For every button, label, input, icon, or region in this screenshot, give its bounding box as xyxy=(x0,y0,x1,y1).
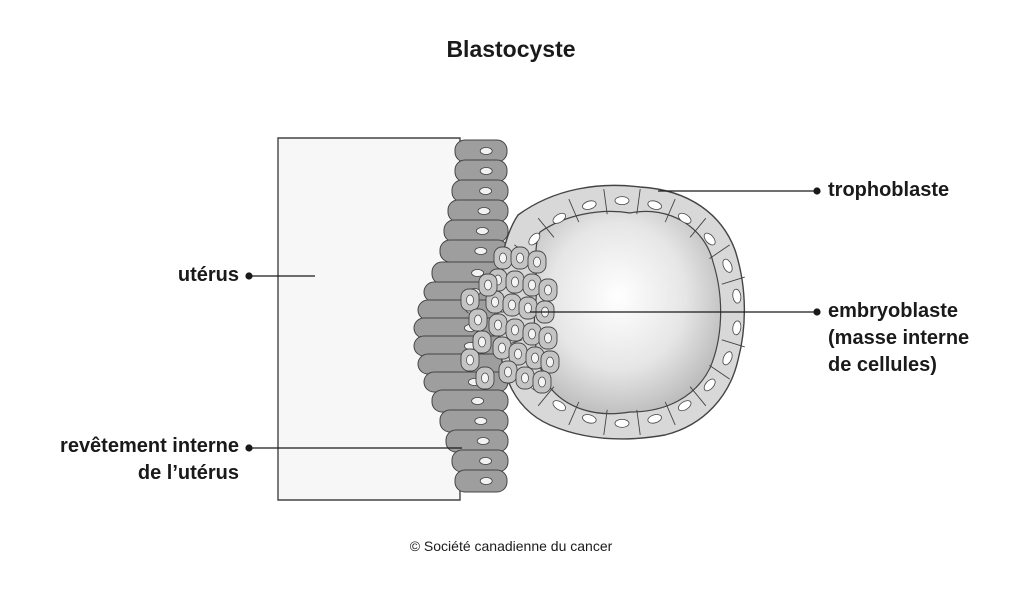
inner-mass-cell xyxy=(518,296,538,320)
trophoblast-cell-wall xyxy=(568,401,580,426)
inner-mass-cell xyxy=(505,318,525,342)
inner-mass-cell xyxy=(538,278,558,302)
trophoblast-cell-wall xyxy=(689,217,707,238)
inner-mass-cell xyxy=(522,273,542,297)
inner-mass-cell xyxy=(460,288,480,312)
inner-mass-cell xyxy=(493,246,513,270)
inner-mass-cell xyxy=(498,360,518,384)
trophoblast-cell-wall xyxy=(568,198,580,223)
trophoblast-nucleus xyxy=(552,212,566,224)
trophoblast-nucleus xyxy=(614,196,630,206)
trophoblast-nucleus xyxy=(678,400,692,412)
trophoblast-nucleus xyxy=(703,232,716,246)
diagram-title: Blastocyste xyxy=(446,36,576,62)
trophoblast-cell-wall xyxy=(603,189,608,215)
label-uterus: utérus xyxy=(177,264,239,286)
inner-mass-cell xyxy=(485,290,505,314)
trophoblast-nucleus xyxy=(614,418,630,428)
copyright-notice: © Société canadienne du cancer xyxy=(409,538,613,554)
inner-mass-cell xyxy=(468,308,488,332)
leader-embryoblast-dot xyxy=(813,308,821,316)
inner-mass-cell xyxy=(472,330,492,354)
lining-cell xyxy=(443,219,509,243)
trophoblast-nucleus xyxy=(582,414,597,424)
inner-mass-cell xyxy=(525,346,545,370)
uterine-lining xyxy=(413,139,509,493)
inner-mass-cell xyxy=(540,350,560,374)
inner-mass-cell xyxy=(492,336,512,360)
trophoblast-nucleus xyxy=(732,320,742,336)
lining-cell xyxy=(451,179,509,203)
lining-cell xyxy=(454,469,508,493)
trophoblast-nucleus xyxy=(528,232,541,246)
lining-cell xyxy=(454,159,508,183)
inner-mass-cell xyxy=(478,273,498,297)
lining-cell xyxy=(431,389,509,413)
trophoblast-nucleus xyxy=(722,258,733,273)
trophoblast-nucleus xyxy=(678,212,692,224)
lining-cell xyxy=(423,371,509,393)
trophoblast-cell-wall xyxy=(664,401,676,426)
trophoblast-cell-wall xyxy=(689,386,707,407)
lining-cell xyxy=(439,409,509,433)
inner-mass-cell xyxy=(522,322,542,346)
leader-trophoblast-dot xyxy=(813,187,821,195)
trophoblast-nucleus xyxy=(732,288,742,304)
uterus-wall xyxy=(277,137,461,501)
inner-mass-cell xyxy=(475,366,495,390)
trophoblast-cell-wall xyxy=(537,217,555,238)
inner-mass-cell xyxy=(460,348,480,372)
trophoblast-cell-wall xyxy=(721,276,745,285)
trophoblast-nucleus xyxy=(647,414,662,424)
label-trophoblast: trophoblaste xyxy=(828,179,950,201)
lining-cell xyxy=(454,139,508,163)
lining-cell xyxy=(445,429,509,453)
leader-uterus-dot xyxy=(245,272,253,280)
inner-mass-cell xyxy=(515,366,535,390)
trophoblast-cell-wall xyxy=(603,409,608,435)
inner-mass-cell xyxy=(527,250,547,274)
trophoblast-cell-wall xyxy=(709,244,730,259)
leader-lines xyxy=(245,187,821,452)
inner-mass-cell xyxy=(502,293,522,317)
trophoblast-cell-wall xyxy=(721,339,745,348)
inner-mass-cell xyxy=(505,270,525,294)
trophoblast-nucleus xyxy=(722,351,733,366)
inner-mass-cell xyxy=(538,326,558,350)
trophoblast-nucleus xyxy=(647,200,662,210)
trophoblast-cell-wall xyxy=(537,386,555,407)
trophoblast-cell-wall xyxy=(636,409,641,435)
trophoblast-nucleus xyxy=(552,400,566,412)
lining-cell xyxy=(451,449,509,473)
label-uterine-lining: revêtement interne de l’utérus xyxy=(60,435,239,484)
label-embryoblast: embryoblaste (masse interne de cellules) xyxy=(828,300,970,376)
trophoblast-nucleus xyxy=(582,200,597,210)
trophoblast-cell-wall xyxy=(664,198,676,223)
inner-mass-cell xyxy=(488,313,508,337)
trophoblast-cell-wall xyxy=(709,365,730,380)
inner-mass-cell xyxy=(510,246,530,270)
lining-cell xyxy=(447,199,509,223)
trophoblast-nucleus xyxy=(703,378,716,392)
leader-lining-dot xyxy=(245,444,253,452)
inner-mass-cell xyxy=(532,370,552,394)
embryoblast-mass xyxy=(460,246,560,394)
trophoblast-cell-wall xyxy=(636,189,641,215)
